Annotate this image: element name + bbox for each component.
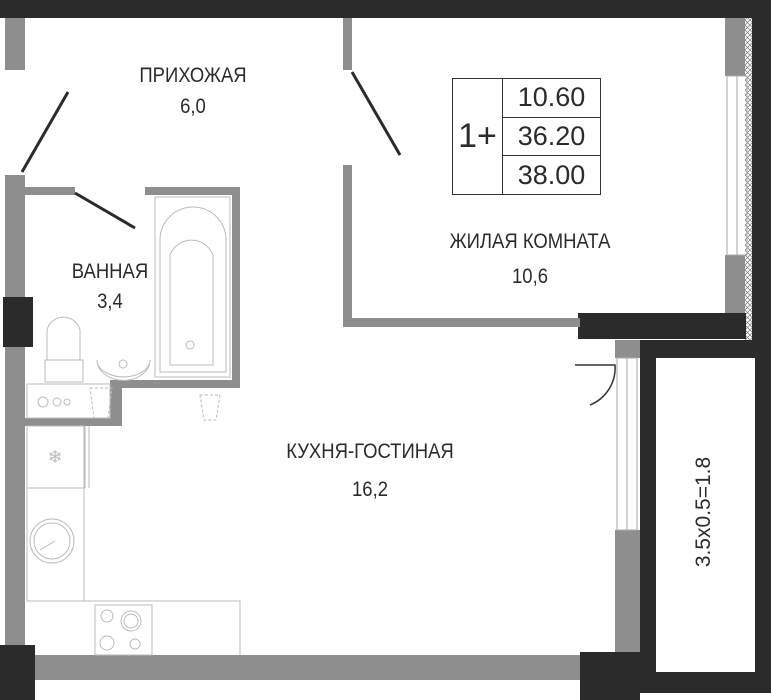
total-area-value: 36.20	[503, 118, 600, 157]
doors	[20, 71, 402, 230]
living-room-area: 10,6	[512, 265, 548, 288]
svg-text:❄: ❄	[47, 447, 62, 467]
bathroom-name: ВАННАЯ	[71, 260, 149, 283]
room-count: 1+	[453, 79, 503, 194]
total-with-balcony-value: 38.00	[517, 159, 586, 190]
kitchen-area: 16,2	[352, 478, 388, 501]
area-summary-table: 1+ 10.60 36.20 38.00	[452, 78, 601, 195]
window-right	[726, 75, 748, 256]
hallway-area: 6,0	[180, 95, 206, 118]
fixtures: ❄	[26, 196, 241, 656]
living-room-name: ЖИЛАЯ КОМНАТА	[449, 230, 611, 253]
hallway-name: ПРИХОЖАЯ	[139, 64, 247, 87]
balcony-label: 3.5x0.5=1.8	[692, 456, 715, 568]
interior-walls	[25, 18, 580, 426]
kitchen-name: КУХНЯ-ГОСТИНАЯ	[286, 440, 454, 463]
balcony	[575, 340, 771, 693]
bathroom-area: 3,4	[97, 290, 123, 313]
living-area-value: 10.60	[503, 79, 600, 118]
